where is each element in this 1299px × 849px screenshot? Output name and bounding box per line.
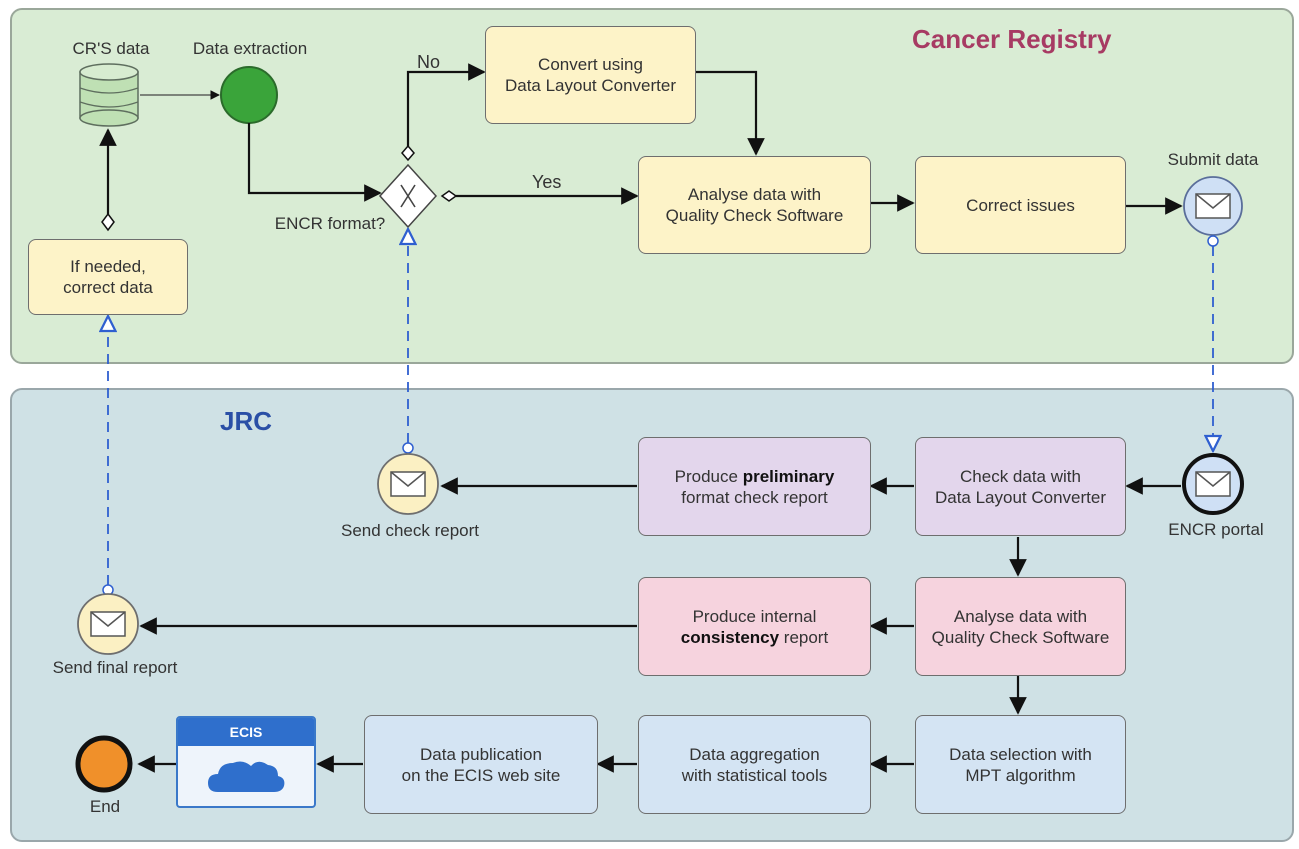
task-analyse-cr-line2: Quality Check Software <box>665 206 844 225</box>
task-data-publication-line1: Data publication <box>420 744 542 764</box>
submit-data-label: Submit data <box>1167 150 1259 169</box>
send-check-report-event <box>377 453 439 515</box>
task-produce-internal-line1: Produce internal <box>692 606 817 626</box>
task-produce-preliminary-c: format check report <box>681 487 828 507</box>
task-convert-line1: Convert using <box>538 55 643 74</box>
task-analyse-jrc-line1: Analyse data with <box>953 606 1088 626</box>
task-correct-issues: Correct issues <box>915 156 1126 254</box>
send-final-report-event <box>77 593 139 655</box>
database-icon <box>79 63 139 127</box>
task-analyse-cr-line1: Analyse data with <box>687 185 822 204</box>
message-flows <box>103 229 1218 596</box>
task-produce-preliminary-bold: preliminary <box>742 466 835 486</box>
jrc-title: JRC <box>220 406 273 436</box>
start-event <box>220 66 278 124</box>
crs-data-label: CR'S data <box>72 39 150 58</box>
task-data-aggregation-line1: Data aggregation <box>689 744 820 764</box>
task-data-selection-line2: MPT algorithm <box>965 765 1076 785</box>
send-final-report-label: Send final report <box>52 658 178 677</box>
task-produce-internal-c: report <box>779 627 829 647</box>
encr-portal-label: ENCR portal <box>1168 520 1264 539</box>
branch-no-label: No <box>417 52 441 72</box>
task-analyse-jrc-line2: Quality Check Software <box>931 627 1110 647</box>
submit-data-event <box>1183 176 1243 236</box>
task-check-data-line1: Check data with <box>960 466 1081 486</box>
ecis-website: ECIS <box>176 716 316 808</box>
encr-portal-event <box>1182 453 1244 515</box>
encr-format-gateway <box>378 163 438 229</box>
end-event <box>75 735 133 793</box>
cloud-icon <box>208 761 285 792</box>
data-extraction-label: Data extraction <box>192 39 308 58</box>
task-if-needed: If needed, correct data <box>28 239 188 315</box>
task-if-needed-line2: correct data <box>63 278 153 297</box>
ecis-label: ECIS <box>178 718 314 746</box>
task-if-needed-line1: If needed, <box>70 257 146 276</box>
task-check-data-line2: Data Layout Converter <box>934 487 1107 507</box>
task-produce-internal-bold: consistency <box>680 627 780 647</box>
end-label: End <box>89 797 121 816</box>
cancer-registry-title: Cancer Registry <box>912 24 1112 54</box>
task-correct-issues-label: Correct issues <box>966 195 1075 215</box>
encr-format-label: ENCR format? <box>274 214 386 233</box>
task-data-aggregation-line2: with statistical tools <box>681 765 828 785</box>
task-data-selection-line1: Data selection with <box>949 744 1092 764</box>
branch-yes-label: Yes <box>532 172 562 192</box>
task-convert-line2: Data Layout Converter <box>504 76 677 95</box>
task-data-publication-line2: on the ECIS web site <box>401 765 561 785</box>
task-produce-preliminary-a: Produce <box>674 466 743 486</box>
send-check-report-label: Send check report <box>341 521 479 540</box>
